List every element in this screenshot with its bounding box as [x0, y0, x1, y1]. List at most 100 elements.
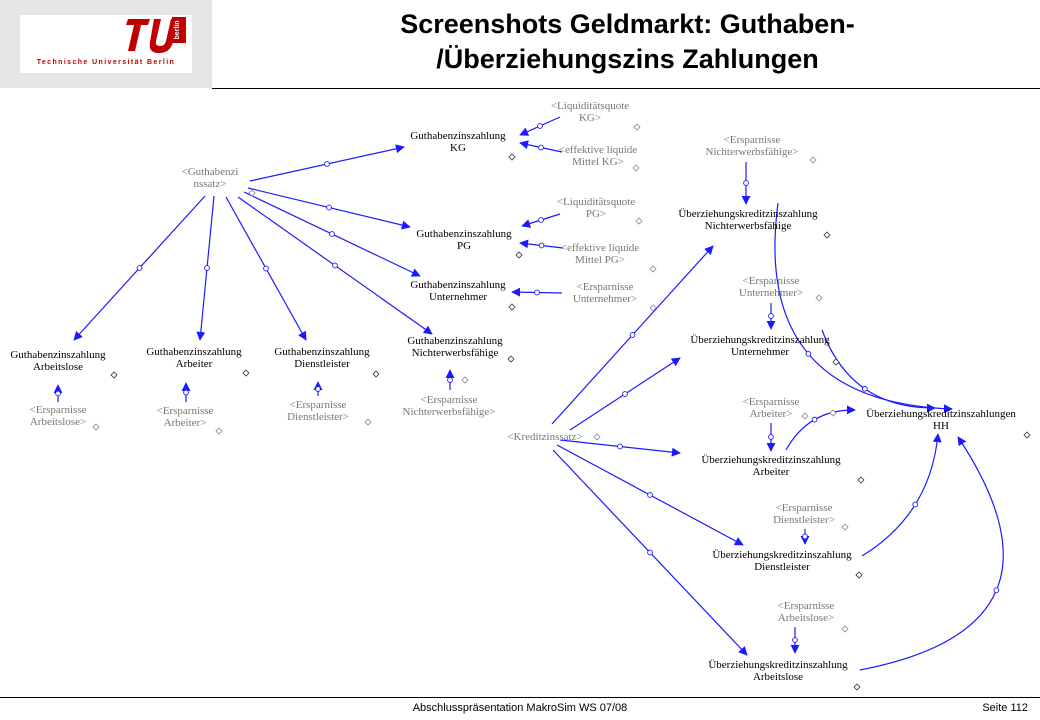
connector-handle-e4[interactable]	[326, 204, 332, 211]
connector-handle-e20[interactable]	[622, 391, 628, 397]
tu-logo-mark-icon: berlin	[126, 17, 186, 53]
variable-marker-diamond-icon	[853, 683, 861, 691]
connector-handle-e28[interactable]	[861, 385, 868, 392]
diagram-node-label-line: Arbeiter>	[164, 417, 207, 429]
connector-handle-e13[interactable]	[263, 265, 269, 272]
variable-marker-diamond-icon	[829, 409, 837, 417]
connector-handle-e1[interactable]	[537, 123, 543, 129]
connector-handle-e9[interactable]	[332, 262, 338, 269]
connector-handle-e8[interactable]	[534, 289, 540, 296]
variable-marker-diamond-icon	[801, 412, 809, 420]
diagram-node-label-line: Unternehmer	[429, 291, 487, 303]
diagram-node-label-line: Arbeiter	[753, 466, 790, 478]
connector-handle-e17[interactable]	[743, 180, 749, 186]
diagram-node-label-line: PG>	[586, 208, 606, 220]
connector-handle-e6[interactable]	[538, 242, 545, 249]
variable-marker-diamond-icon	[242, 369, 250, 377]
diagram-node-label-line: Guthabenzinszahlung	[410, 130, 506, 142]
connector-handle-e24[interactable]	[647, 492, 653, 498]
diagram-node-label-line: Guthabenzinszahlung	[416, 228, 512, 240]
connector-handle-e16[interactable]	[315, 386, 321, 392]
connector-handle-e5[interactable]	[538, 217, 544, 223]
diagram-node-label-line: KG>	[579, 112, 601, 124]
connector-handle-e25[interactable]	[792, 637, 798, 643]
diagram-node-label-line: <Liquiditätsquote	[557, 196, 635, 208]
connector-handle-e29[interactable]	[811, 416, 818, 423]
connector-handle-e7[interactable]	[329, 231, 335, 237]
connector-handle-e2[interactable]	[538, 144, 544, 151]
connector-handle-e18[interactable]	[629, 332, 636, 338]
connector-handle-e19[interactable]	[768, 313, 774, 319]
diagram-node-label-line: Unternehmer	[731, 346, 789, 358]
diagram-node-label-line: Nichterwerbsfähige	[705, 220, 792, 232]
connector-handle-e30[interactable]	[912, 501, 919, 508]
connector-handle-e12[interactable]	[204, 265, 210, 271]
footer-presentation-label: Abschlusspräsentation MakroSim WS 07/08	[412, 702, 628, 714]
connector-handle-e21[interactable]	[768, 434, 774, 440]
connector-handle-e10[interactable]	[447, 377, 453, 383]
connector-handle-e14[interactable]	[55, 390, 61, 397]
diagram-node-kreditzinssatz[interactable]: <Kreditzinssatz>	[507, 431, 582, 443]
connector-handle-e27[interactable]	[805, 351, 812, 357]
page-number: Seite 112	[982, 702, 1028, 714]
diagram-node-label-line: Überziehungskreditzinszahlungen	[866, 408, 1016, 420]
variable-marker-diamond-icon	[110, 371, 118, 379]
diagram-node-label-line: <Ersparnisse	[157, 405, 214, 417]
diagram-node-label-line: nssatz>	[193, 178, 226, 190]
diagram-node-label-line: <Ersparnisse	[776, 502, 833, 514]
diagram-node-label-line: Guthabenzinszahlung	[274, 346, 370, 358]
diagram-node-label-line: Guthabenzinszahlung	[407, 335, 503, 347]
diagram-node-label-line: Arbeiter>	[750, 408, 793, 420]
diagram-node-label-line: <effektive liquide	[559, 144, 638, 156]
variable-marker-diamond-icon	[364, 418, 372, 426]
connector-handle-e3[interactable]	[324, 161, 330, 167]
diagram-node-label-line: Arbeitslose>	[30, 416, 86, 428]
diagram-node-label-line: Überziehungskreditzinszahlung	[712, 549, 852, 561]
tu-berlin-logo: berlin Technische Universität Berlin	[20, 15, 192, 73]
svg-text:berlin: berlin	[174, 20, 181, 39]
connector-handle-e22[interactable]	[617, 443, 623, 450]
diagram-node-label-line: HH	[933, 420, 949, 432]
connector-handle-e11[interactable]	[136, 265, 143, 271]
variable-marker-diamond-icon	[92, 423, 100, 431]
variable-marker-diamond-icon	[823, 231, 831, 239]
page-title: Screenshots Geldmarkt: Guthaben- /Überzi…	[215, 7, 1040, 77]
variable-marker-diamond-icon	[832, 358, 840, 366]
connector-handle-e23[interactable]	[802, 533, 808, 540]
connector-arrow-ueb_ar-to-ueb_hh	[785, 405, 856, 451]
connector-handle-e31[interactable]	[993, 587, 1000, 594]
logo-frame: berlin Technische Universität Berlin	[0, 0, 212, 88]
connector-handle-e15[interactable]	[183, 389, 189, 396]
diagram-node-label-line: Guthabenzinszahlung	[10, 349, 106, 361]
diagram-node-label-line: Nichterwerbsfähige	[412, 347, 499, 359]
connector-handle-e26[interactable]	[647, 549, 653, 556]
